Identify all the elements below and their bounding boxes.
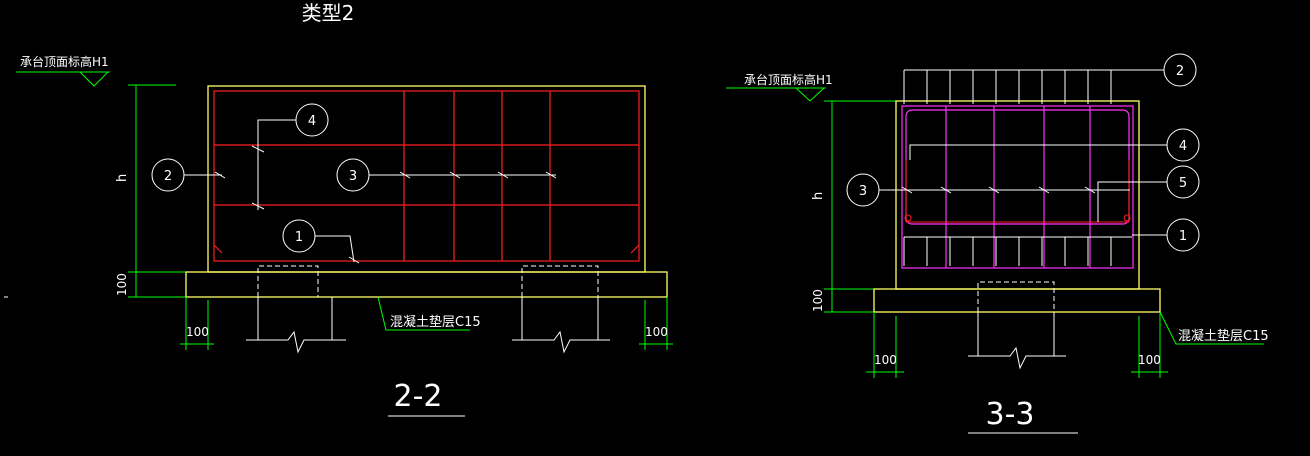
cushion-leader-33	[1159, 311, 1264, 345]
elevation-triangle-22	[79, 71, 109, 87]
pile-33	[968, 281, 1066, 370]
section-title-22: 2-2	[394, 379, 443, 414]
callout-2-33: 2	[1176, 64, 1184, 79]
callout-3-33: 3	[859, 184, 867, 199]
piles-22	[246, 265, 610, 354]
offset-dims-33	[866, 312, 1168, 378]
cushion-33	[873, 288, 1161, 313]
cushion-22	[185, 271, 668, 298]
callout-1-22: 1	[295, 230, 303, 245]
section-3-3: 承台顶面标高H1 h 100	[726, 53, 1269, 434]
callout-4-22: 4	[308, 114, 316, 129]
callout-1-33: 1	[1179, 229, 1187, 244]
offset-dims-22	[180, 297, 673, 350]
cushion-dim-33: 100	[811, 289, 825, 312]
callout-2-22: 2	[164, 169, 172, 184]
elevation-label-33: 承台顶面标高H1	[744, 72, 833, 87]
callout-5-33: 5	[1179, 176, 1187, 191]
callout-3-22: 3	[349, 169, 357, 184]
left-offset-33: 100	[874, 353, 897, 367]
pile-cap-outline-33	[895, 100, 1140, 290]
callout-4-33: 4	[1179, 139, 1187, 154]
section-2-2: 承台顶面标高H1 h 100	[16, 54, 673, 417]
height-label-22: h	[115, 174, 130, 182]
cushion-dim-22: 100	[115, 273, 129, 296]
right-offset-33: 100	[1138, 353, 1161, 367]
pile-cap-outline-22	[207, 85, 646, 273]
bottom-rebar-ticks-33	[903, 236, 1132, 266]
height-label-33: h	[811, 192, 826, 200]
rebar-inner-33	[904, 160, 1131, 223]
cushion-label-33: 混凝土垫层C15	[1178, 328, 1269, 344]
elevation-label-22: 承台顶面标高H1	[20, 54, 109, 69]
cushion-leader-22	[377, 296, 470, 331]
rebar-cage-22	[213, 90, 640, 262]
cushion-label-22: 混凝土垫层C15	[390, 314, 481, 330]
right-offset-22: 100	[645, 325, 668, 339]
elevation-triangle-33	[795, 87, 825, 102]
callouts-22	[151, 103, 557, 264]
left-offset-22: 100	[186, 325, 209, 339]
callouts-33	[846, 53, 1200, 252]
section-title-33: 3-3	[986, 397, 1035, 432]
top-rebar-ticks-33	[903, 69, 1160, 104]
drawing-top-title: 类型2	[302, 1, 355, 25]
